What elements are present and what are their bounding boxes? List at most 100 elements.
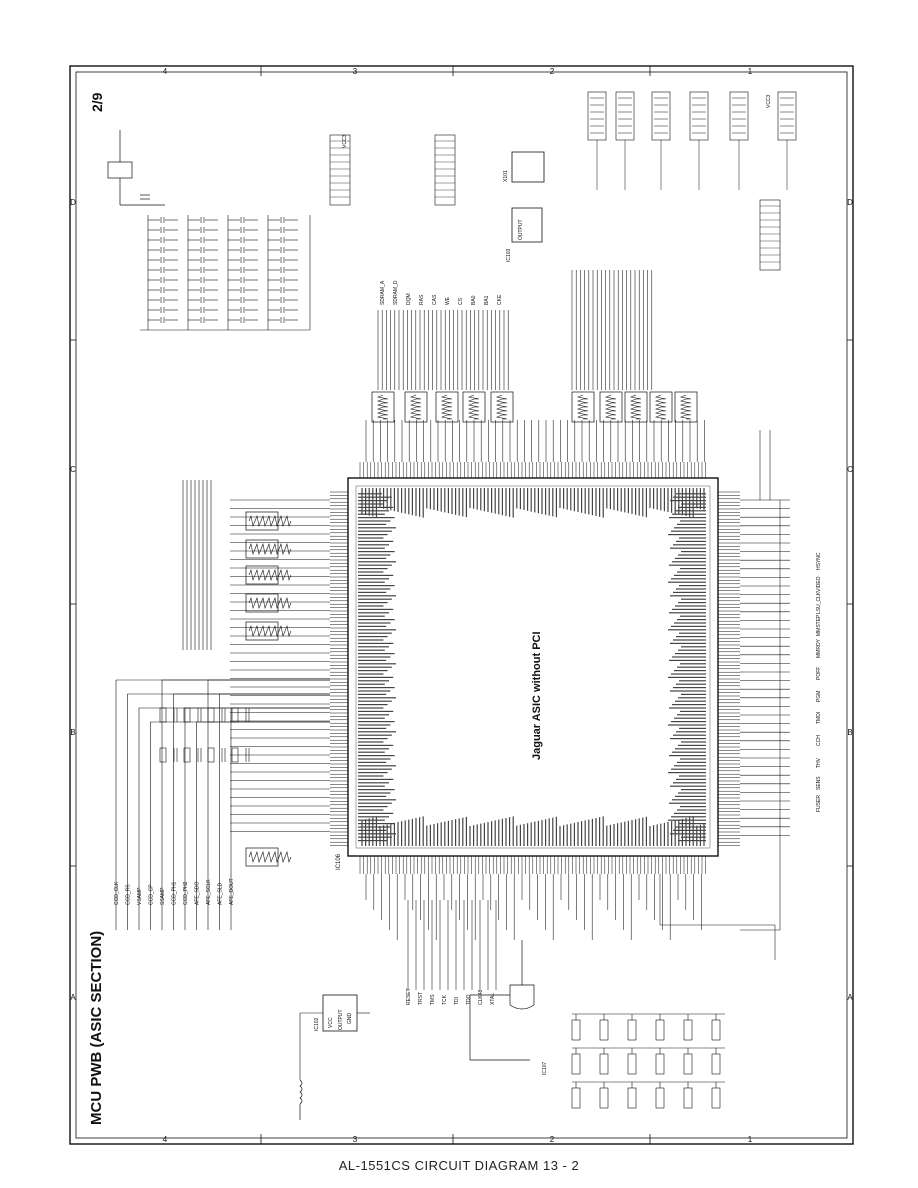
schematic-rect (627, 1087, 637, 1109)
schematic-rect (613, 488, 615, 510)
schematic-rect (509, 488, 511, 517)
top-pack-6 (599, 391, 623, 423)
schematic-rect (358, 666, 392, 668)
schematic-rect (711, 1019, 721, 1041)
schematic-rect (408, 488, 410, 515)
schematic-rect (670, 547, 706, 549)
schematic-rect (358, 540, 394, 542)
left-signal-traces (115, 480, 330, 930)
schematic-rect (570, 488, 572, 511)
schematic-rect (631, 820, 633, 846)
schematic-rect (358, 676, 394, 678)
inductor-bottom-left (299, 1079, 303, 1120)
schematic-rect (679, 632, 706, 634)
schematic-rect (527, 823, 529, 846)
schematic-rect (624, 821, 626, 846)
schematic-rect (679, 585, 706, 587)
schematic-rect (458, 818, 460, 846)
schematic-rect (383, 488, 385, 509)
schematic-rect (675, 700, 706, 702)
clock-ref: X101 (503, 170, 509, 182)
schematic-rect (673, 591, 706, 593)
schematic-rect (599, 1019, 609, 1041)
right-signal-video: VIDEO (816, 576, 822, 592)
schematic-rect (620, 488, 622, 512)
top-signal-ras: RAS (419, 294, 425, 305)
schematic-rect (624, 488, 626, 513)
schematic-rect (397, 488, 399, 512)
schematic-rect (669, 755, 706, 757)
right-signal-pgm: PGM (816, 691, 822, 702)
sheet-frame (69, 65, 854, 1145)
top-pack-7 (624, 391, 648, 423)
schematic-rect (627, 820, 629, 846)
schematic-rect (681, 488, 683, 516)
asic-pin-labels (358, 488, 706, 846)
top-sdram-bus (365, 270, 705, 462)
zone-letter-left-d: D (70, 198, 76, 207)
schematic-rect (451, 820, 453, 846)
schematic-rect (509, 817, 511, 846)
schematic-rect (673, 639, 706, 641)
schematic-rect (635, 819, 637, 846)
schematic-rect (673, 544, 706, 546)
schematic-rect (386, 488, 388, 510)
zone-letter-right-a: A (847, 993, 853, 1002)
schematic-rect (358, 775, 384, 777)
schematic-rect (696, 825, 698, 846)
aux-block-0 (329, 134, 351, 206)
schematic-rect (379, 826, 381, 846)
schematic-rect (358, 649, 385, 651)
schematic-rect (671, 673, 706, 675)
schematic-rect (675, 795, 706, 797)
schematic-rect (415, 818, 417, 846)
schematic-rect (591, 818, 593, 846)
schematic-rect (458, 488, 460, 516)
bottom-signal-xtal: XTAL (490, 993, 496, 1005)
top-signal-cas: CAS (432, 294, 438, 305)
schematic-rect (422, 816, 424, 846)
schematic-rect (681, 551, 706, 553)
schematic-rect (473, 825, 475, 846)
schematic-rect (372, 488, 374, 517)
schematic-path (248, 596, 292, 610)
schematic-rect (358, 758, 391, 760)
sheet-footer: AL-1551CS CIRCUIT DIAGRAM 13 - 2 (338, 1158, 580, 1173)
schematic-rect (358, 761, 387, 763)
schematic-rect (672, 704, 706, 706)
schematic-rect (571, 1053, 581, 1075)
schematic-rect (426, 488, 428, 509)
schematic-rect (703, 824, 705, 846)
schematic-rect (675, 653, 706, 655)
bottom-signal-trst: TRST (418, 992, 424, 1005)
bottom-signal-tck: TCK (442, 994, 448, 1005)
schematic-rect (638, 488, 640, 516)
schematic-rect (670, 642, 706, 644)
schematic-rect (358, 517, 395, 519)
schematic-rect (397, 822, 399, 846)
schematic-rect (358, 748, 389, 750)
schematic-rect (358, 625, 387, 627)
top-pack-3 (462, 391, 486, 423)
schematic-rect (404, 820, 406, 846)
zone-letter-right-c: C (847, 465, 853, 474)
schematic-rect (671, 821, 673, 846)
schematic-rect (711, 1087, 721, 1109)
schematic-rect (570, 823, 572, 846)
schematic-rect (689, 488, 691, 517)
schematic-rect (537, 820, 539, 846)
schematic-rect (358, 510, 389, 512)
schematic-rect (681, 598, 706, 600)
schematic-rect (545, 819, 547, 846)
schematic-rect (674, 622, 706, 624)
schematic-rect (680, 568, 706, 570)
top-signal-ba0: BA0 (471, 295, 477, 305)
schematic-rect (358, 707, 384, 709)
schematic-rect (669, 564, 706, 566)
schematic-rect (656, 824, 658, 846)
schematic-rect (358, 615, 385, 617)
schematic-rect (440, 822, 442, 846)
asic-label: Jaguar ASIC without PCI (531, 631, 543, 760)
bottom-signal-clk48: CLK48 (478, 989, 484, 1005)
schematic-rect (678, 792, 706, 794)
